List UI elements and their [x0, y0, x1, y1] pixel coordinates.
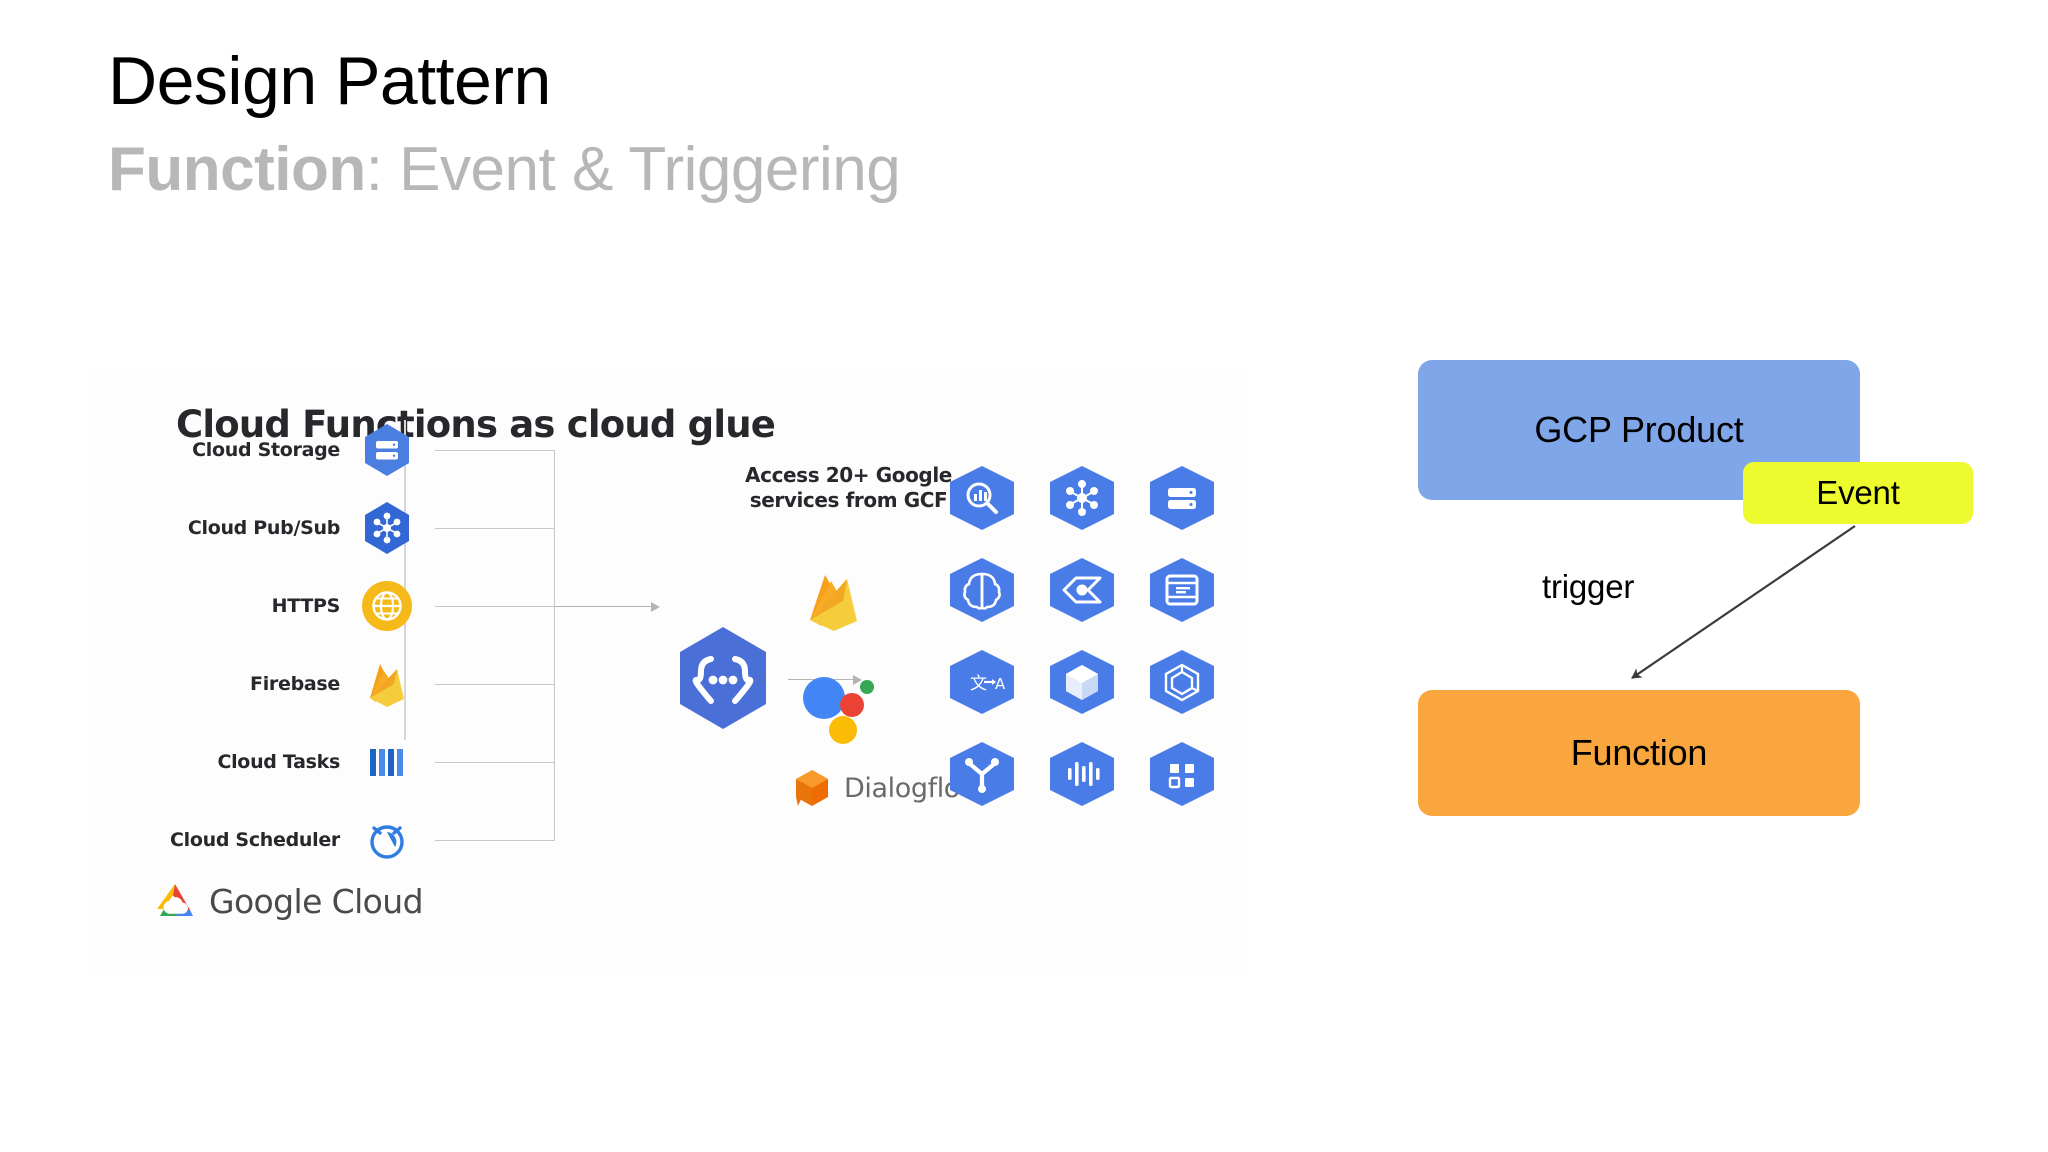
source-row-cloud-scheduler: Cloud Scheduler: [88, 810, 418, 870]
container-icon: [1046, 648, 1118, 716]
translation-api-icon: 文 A: [946, 648, 1018, 716]
cloud-functions-diagram-panel: Cloud Functions as cloud glue Cloud Stor…: [88, 368, 1248, 976]
arrow-head-icon: [651, 602, 660, 612]
bus-vertical: [554, 450, 556, 840]
cloud-tools-icon: [946, 740, 1018, 808]
source-row-https: HTTPS: [88, 576, 418, 636]
bus-stub: [435, 528, 555, 530]
google-assistant-logo: [798, 672, 878, 746]
firebase-icon: [356, 653, 418, 715]
firebase-logo: [800, 566, 872, 638]
source-row-firebase: Firebase: [88, 654, 418, 714]
title-block: Design Pattern Function: Event & Trigger…: [108, 40, 1608, 210]
bus-stub: [435, 684, 555, 686]
source-label: Cloud Tasks: [217, 751, 340, 773]
cloud-functions-icon: [664, 621, 782, 739]
source-label: Cloud Scheduler: [169, 829, 340, 851]
function-box[interactable]: Function: [1418, 690, 1860, 816]
subtitle-rest: : Event & Triggering: [365, 135, 901, 204]
pubsub-icon: [1046, 464, 1118, 532]
gcp-services-hex-grid: 文 A: [946, 464, 1244, 810]
bus-stub: [435, 450, 555, 452]
source-spine: [404, 420, 406, 740]
cloud-build-icon: [1146, 648, 1218, 716]
google-cloud-logo: [152, 878, 198, 924]
https-globe-icon: [356, 575, 418, 637]
cloud-storage-icon: [356, 419, 418, 481]
source-row-cloud-tasks: Cloud Tasks: [88, 732, 418, 792]
machine-learning-icon: [946, 556, 1018, 624]
access-services-text: Access 20+ Google services from GCF: [745, 463, 952, 512]
source-label: HTTPS: [271, 595, 341, 617]
page-subtitle: Function: Event & Triggering: [108, 130, 1608, 210]
cloud-tasks-icon: [356, 731, 418, 793]
natural-language-icon: [1146, 556, 1218, 624]
cloud-pubsub-icon: [356, 497, 418, 559]
cloud-scheduler-icon: [356, 809, 418, 871]
vision-api-icon: [1046, 556, 1118, 624]
dialogflow-logo: [788, 764, 836, 812]
bigquery-icon: [946, 464, 1018, 532]
cloud-apps-icon: [1146, 740, 1218, 808]
source-row-cloud-storage: Cloud Storage: [88, 420, 418, 480]
event-badge[interactable]: Event: [1743, 462, 1973, 524]
source-label: Cloud Storage: [192, 439, 340, 461]
google-cloud-label: Google Cloud: [209, 881, 424, 921]
cloud-sql-icon: [1146, 464, 1218, 532]
subtitle-strong: Function: [108, 135, 366, 204]
source-row-cloud-pubsub: Cloud Pub/Sub: [88, 498, 418, 558]
svg-text:A: A: [995, 675, 1006, 693]
event-trigger-flow-diagram: GCP Product Event trigger Function: [1400, 340, 2000, 980]
bus-stub: [435, 762, 555, 764]
google-cloud-logo-row: Google Cloud: [152, 878, 424, 924]
speech-api-icon: [1046, 740, 1118, 808]
diagram-heading: Cloud Functions as cloud glue: [176, 403, 776, 446]
bus-stub: [435, 840, 555, 842]
source-label: Cloud Pub/Sub: [187, 517, 340, 539]
bus-stub: [435, 606, 555, 608]
page-title: Design Pattern: [108, 43, 551, 119]
trigger-label: trigger: [1542, 568, 1635, 605]
arrow-head-icon: [853, 675, 862, 685]
source-label: Firebase: [250, 673, 340, 695]
svg-text:文: 文: [970, 674, 987, 694]
bus-to-function-arrow: [554, 606, 654, 608]
